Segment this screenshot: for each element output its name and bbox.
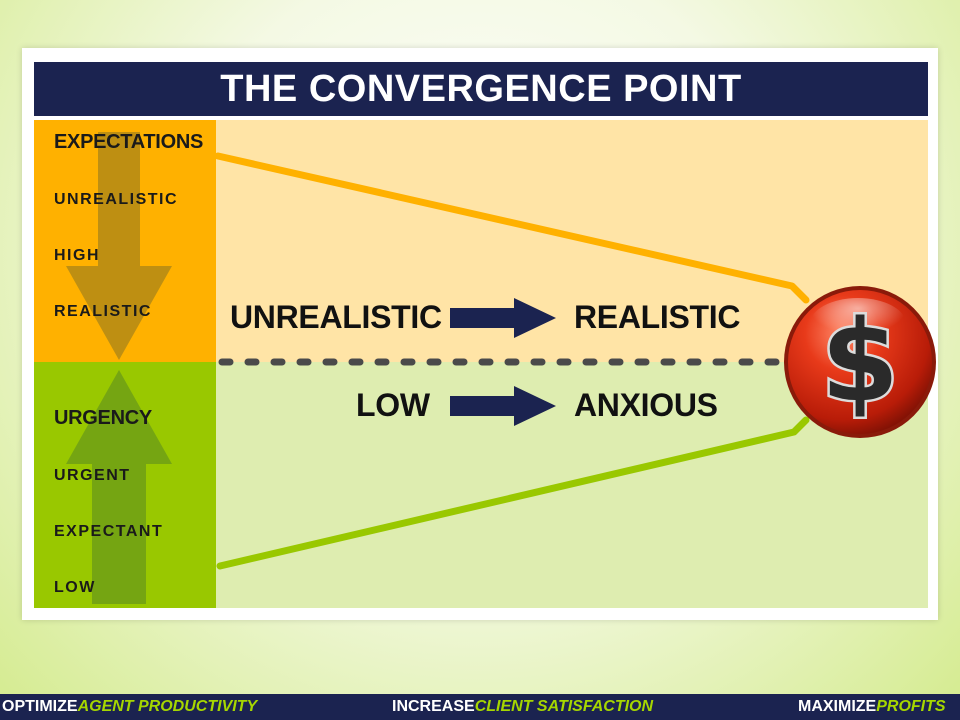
- title-bar: THE CONVERGENCE POINT: [34, 62, 928, 116]
- expectation-from-label: UNREALISTIC: [230, 299, 442, 335]
- urgency-up-arrow: [66, 370, 172, 604]
- coin-symbol: $: [821, 297, 899, 427]
- urgency-level-expectant: EXPECTANT: [54, 523, 164, 540]
- footer-right: MAXIMIZEPROFITS: [798, 698, 946, 715]
- expectation-to-label: REALISTIC: [574, 299, 741, 335]
- expectations-level-unrealistic: UNREALISTIC: [54, 191, 179, 208]
- expectation-transition-arrow: [450, 298, 556, 338]
- urgency-level-low: LOW: [54, 579, 96, 596]
- footer-bar: OPTIMIZEAGENT PRODUCTIVITY INCREASECLIEN…: [0, 694, 960, 720]
- footer-middle: INCREASECLIENT SATISFACTION: [392, 698, 654, 715]
- expectations-level-realistic: REALISTIC: [54, 303, 152, 320]
- urgency-heading: URGENCY: [54, 407, 152, 429]
- urgency-level-urgent: URGENT: [54, 467, 131, 484]
- expectations-down-arrow: [66, 132, 172, 360]
- expectations-trend-line: [214, 152, 810, 304]
- expectations-level-high: HIGH: [54, 247, 100, 264]
- page-title: THE CONVERGENCE POINT: [220, 67, 742, 110]
- footer-left: OPTIMIZEAGENT PRODUCTIVITY: [2, 698, 258, 715]
- expectations-heading: EXPECTATIONS: [54, 131, 204, 153]
- dollar-coin-icon: $: [784, 286, 936, 438]
- urgency-from-label: LOW: [356, 387, 430, 423]
- urgency-transition-arrow: [450, 386, 556, 426]
- urgency-to-label: ANXIOUS: [574, 387, 718, 423]
- urgency-trend-line: [216, 416, 810, 570]
